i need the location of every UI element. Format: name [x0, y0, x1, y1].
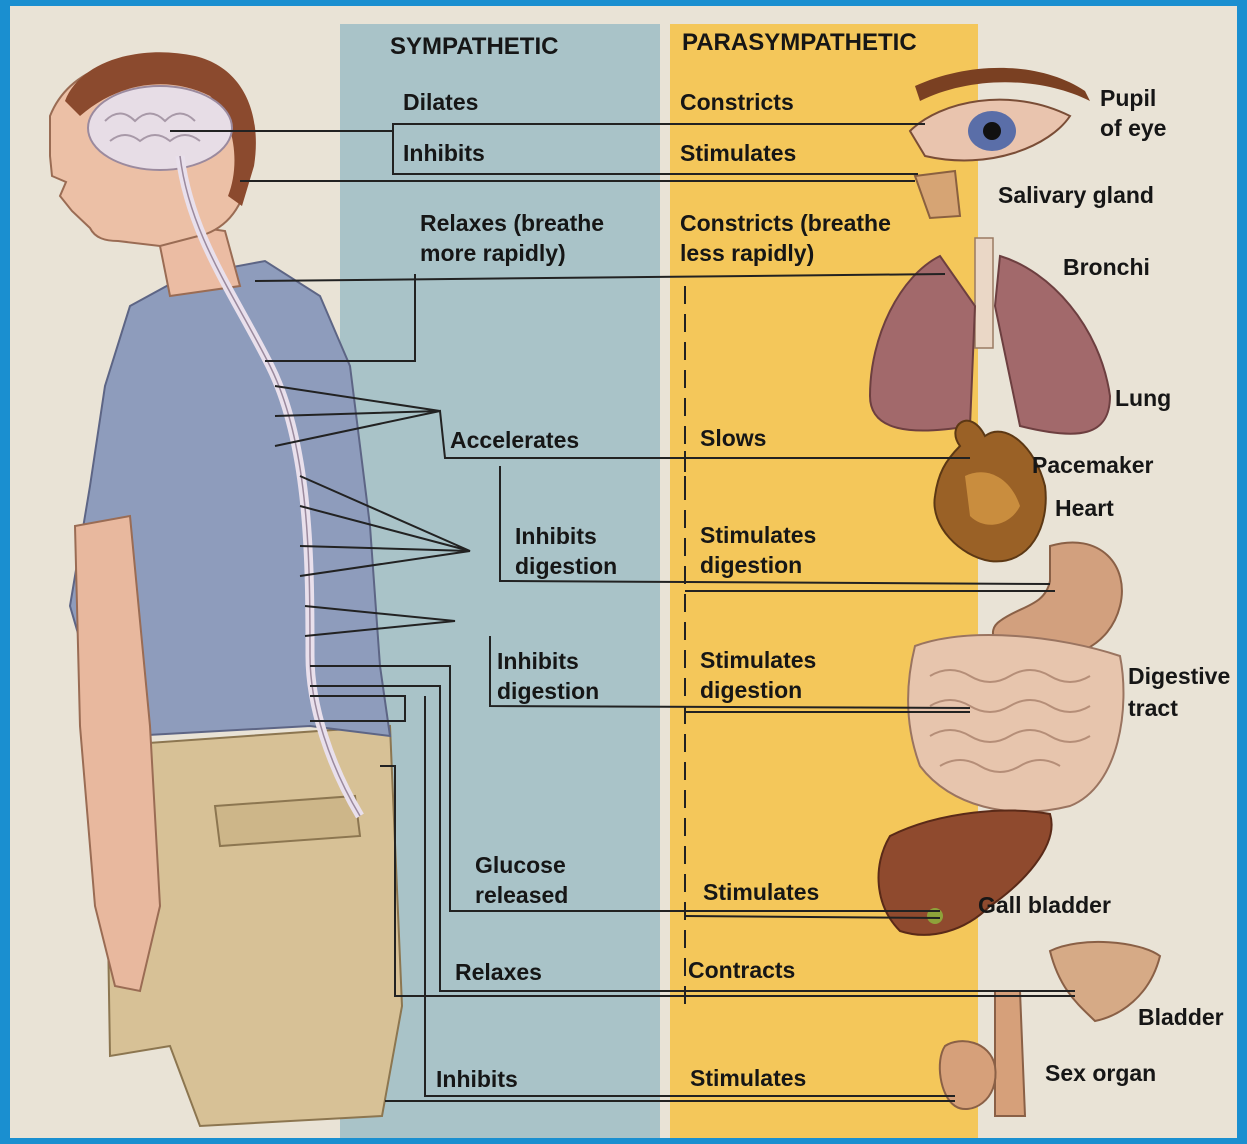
organ-label: of eye — [1100, 115, 1166, 141]
organ-label: tract — [1128, 695, 1178, 721]
sympathetic-effect-label: Relaxes — [455, 959, 542, 985]
sympathetic-header: SYMPATHETIC — [390, 33, 558, 60]
parasympathetic-effect-label: digestion — [700, 552, 802, 578]
organ-label: Pacemaker — [1032, 452, 1154, 478]
parasympathetic-effect-label: Stimulates — [700, 647, 816, 673]
brain — [88, 86, 232, 170]
sympathetic-effect-label: Dilates — [403, 89, 478, 115]
sympathetic-effect-label: Inhibits — [436, 1066, 518, 1092]
parasympathetic-effect-label: Stimulates — [690, 1065, 806, 1091]
parasympathetic-effect-label: Stimulates — [680, 140, 796, 166]
organ-label: Pupil — [1100, 85, 1156, 111]
organ-label: Digestive — [1128, 663, 1230, 689]
right-lung — [995, 256, 1110, 434]
parasympathetic-effect-label: Constricts — [680, 89, 794, 115]
intestines — [908, 635, 1123, 812]
organ-label: Salivary gland — [998, 182, 1154, 208]
organ-label: Sex organ — [1045, 1060, 1156, 1086]
parasympathetic-effect-label: Stimulates — [703, 879, 819, 905]
organ-label: Lung — [1115, 385, 1171, 411]
parasympathetic-effect-label: digestion — [700, 677, 802, 703]
organ-label: Bladder — [1138, 1004, 1224, 1030]
parasympathetic-effect-label: Constricts (breathe — [680, 210, 891, 236]
parasympathetic-effect-label: less rapidly) — [680, 240, 814, 266]
organ-label: Heart — [1055, 495, 1114, 521]
parasympathetic-effect-label: Stimulates — [700, 522, 816, 548]
sympathetic-effect-label: more rapidly) — [420, 240, 566, 266]
parasympathetic-effect-label: Contracts — [688, 957, 795, 983]
sex-organ — [995, 991, 1025, 1116]
sympathetic-effect-label: digestion — [515, 553, 617, 579]
sympathetic-effect-label: Glucose — [475, 852, 566, 878]
sympathetic-effect-label: digestion — [497, 678, 599, 704]
sympathetic-effect-label: Relaxes (breathe — [420, 210, 604, 236]
autonomic-nervous-system-diagram: SYMPATHETIC PARASYMPATHETIC — [10, 6, 1237, 1138]
sympathetic-effect-label: Inhibits — [497, 648, 579, 674]
parasympathetic-effect-label: Slows — [700, 425, 766, 451]
organ-label: Bronchi — [1063, 254, 1150, 280]
parasympathetic-header: PARASYMPATHETIC — [682, 29, 917, 56]
sympathetic-effect-label: Accelerates — [450, 427, 579, 453]
sympathetic-effect-label: Inhibits — [515, 523, 597, 549]
organ-label: Gall bladder — [978, 892, 1111, 918]
sympathetic-effect-label: Inhibits — [403, 140, 485, 166]
diagram-frame: SYMPATHETIC PARASYMPATHETIC — [10, 6, 1237, 1138]
sympathetic-effect-label: released — [475, 882, 568, 908]
